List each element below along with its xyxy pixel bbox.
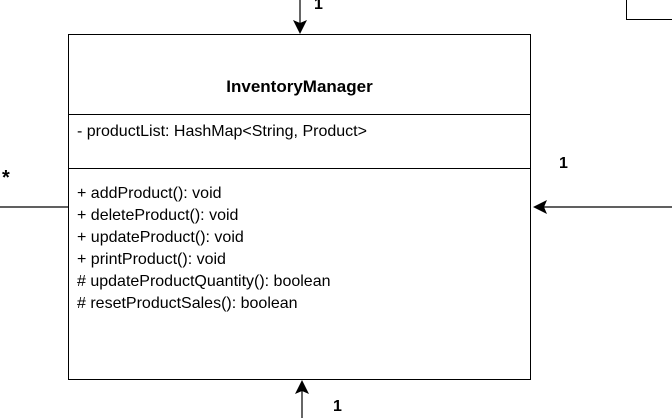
method-update-product: + updateProduct(): void xyxy=(77,229,244,246)
class-header: InventoryManager xyxy=(69,35,530,115)
right-arrow-head xyxy=(533,200,547,214)
method-reset-product-sales: # resetProductSales(): boolean xyxy=(77,295,298,312)
left-multiplicity: * xyxy=(2,167,10,189)
method-update-product-quantity: # updateProductQuantity(): boolean xyxy=(77,273,331,290)
top-arrow-head xyxy=(293,20,307,34)
bottom-multiplicity: 1 xyxy=(333,398,342,415)
method-print-product: + printProduct(): void xyxy=(77,251,226,268)
attribute-product-list: - productList: HashMap<String, Product> xyxy=(77,123,367,140)
class-name: InventoryManager xyxy=(226,76,373,96)
bottom-arrow-head xyxy=(295,380,309,394)
partial-class-box[interactable] xyxy=(626,0,672,20)
right-multiplicity: 1 xyxy=(559,155,568,172)
method-add-product: + addProduct(): void xyxy=(77,185,222,202)
inventory-manager-class[interactable]: InventoryManager - productList: HashMap<… xyxy=(68,34,531,380)
class-attributes: - productList: HashMap<String, Product> xyxy=(69,115,530,169)
class-methods: + addProduct(): void + deleteProduct(): … xyxy=(69,169,530,315)
method-delete-product: + deleteProduct(): void xyxy=(77,207,239,224)
top-multiplicity: 1 xyxy=(314,0,323,13)
